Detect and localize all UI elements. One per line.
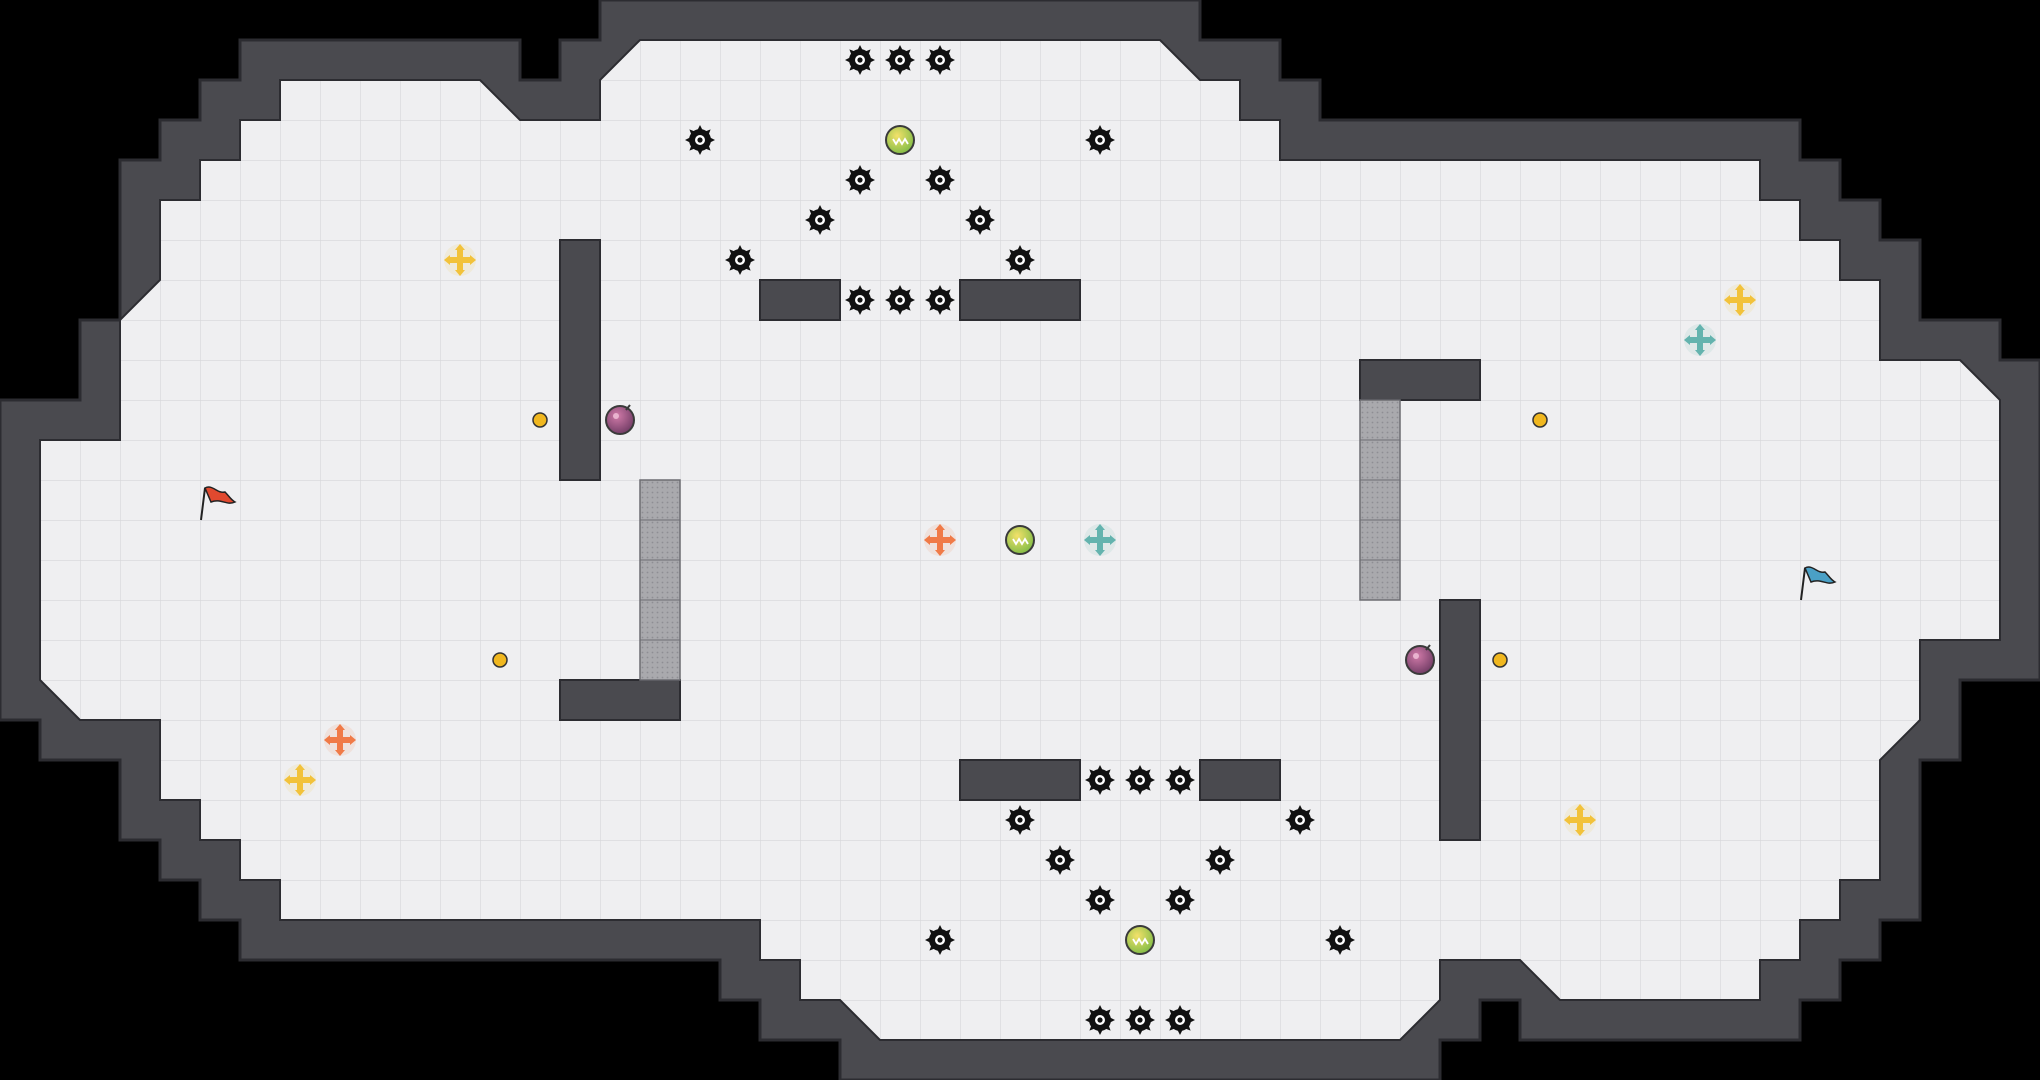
red-boost-icon	[324, 724, 356, 756]
spike-icon	[1165, 885, 1195, 915]
boost-icon	[1125, 925, 1155, 955]
spike-icon	[925, 925, 955, 955]
powerup-icon	[492, 652, 508, 668]
gate-left	[639, 479, 681, 681]
yellow-boost-icon	[284, 764, 316, 796]
yellow-boost-icon	[1724, 284, 1756, 316]
blue-boost-icon	[1684, 324, 1716, 356]
wall-block	[559, 679, 681, 721]
spike-icon	[1205, 845, 1235, 875]
spike-icon	[1125, 1005, 1155, 1035]
spike-icon	[1085, 1005, 1115, 1035]
spike-icon	[925, 285, 955, 315]
spike-icon	[1165, 1005, 1195, 1035]
spike-icon	[685, 125, 715, 155]
boosts	[885, 125, 1155, 955]
spike-icon	[965, 205, 995, 235]
bombs	[605, 404, 1435, 675]
powerups	[492, 412, 1548, 668]
gate-right	[1359, 399, 1401, 601]
spike-icon	[845, 165, 875, 195]
spike-icon	[925, 45, 955, 75]
blue-flag-icon	[1800, 566, 1837, 601]
spike-icon	[885, 285, 915, 315]
boost-icon	[1005, 525, 1035, 555]
red-flag-icon	[200, 486, 237, 521]
spike-icon	[1085, 125, 1115, 155]
bomb-icon	[605, 404, 635, 435]
boost-icon	[885, 125, 915, 155]
spike-icon	[925, 165, 955, 195]
powerup-icon	[532, 412, 548, 428]
spike-icon	[805, 205, 835, 235]
yellow-boost-icon	[1564, 804, 1596, 836]
wall-block	[1439, 599, 1481, 841]
spike-icon	[885, 45, 915, 75]
blue-boost-icon	[1084, 524, 1116, 556]
yellow-boost-icon	[444, 244, 476, 276]
spike-icon	[1045, 845, 1075, 875]
spike-icon	[1005, 805, 1035, 835]
spike-icon	[1325, 925, 1355, 955]
spike-icon	[1005, 245, 1035, 275]
interior-walls	[559, 239, 1481, 841]
bomb-icon	[1405, 644, 1435, 675]
spike-icon	[1085, 765, 1115, 795]
wall-block	[959, 279, 1081, 321]
powerup-icon	[1492, 652, 1508, 668]
spike-icon	[1085, 885, 1115, 915]
wall-block	[759, 279, 841, 321]
red-boost-icon	[924, 524, 956, 556]
spike-icon	[845, 45, 875, 75]
spike-icon	[725, 245, 755, 275]
spike-icon	[1125, 765, 1155, 795]
spike-icon	[1285, 805, 1315, 835]
wall-block	[959, 759, 1081, 801]
wall-block	[1199, 759, 1281, 801]
spike-icon	[1165, 765, 1195, 795]
wall-block	[1359, 359, 1481, 401]
powerup-icon	[1532, 412, 1548, 428]
wall-block	[559, 239, 601, 481]
spike-icon	[845, 285, 875, 315]
